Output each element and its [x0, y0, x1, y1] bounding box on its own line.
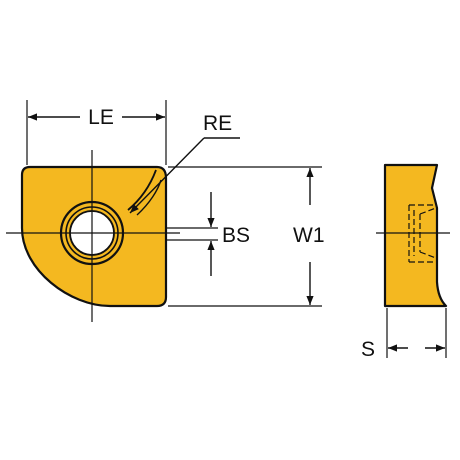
s-dimension: S	[361, 308, 447, 361]
re-label: RE	[203, 112, 232, 135]
re-leader: RE	[129, 112, 240, 214]
side-body	[383, 163, 448, 308]
w1-dimension: W1	[168, 166, 325, 307]
le-dimension: LE	[26, 100, 167, 165]
bs-label: BS	[222, 224, 250, 247]
w1-label: W1	[293, 224, 325, 247]
bs-dimension: BS	[166, 192, 250, 276]
s-label: S	[361, 338, 375, 361]
side-view	[376, 163, 450, 308]
le-label: LE	[88, 106, 114, 129]
front-view	[6, 150, 180, 322]
